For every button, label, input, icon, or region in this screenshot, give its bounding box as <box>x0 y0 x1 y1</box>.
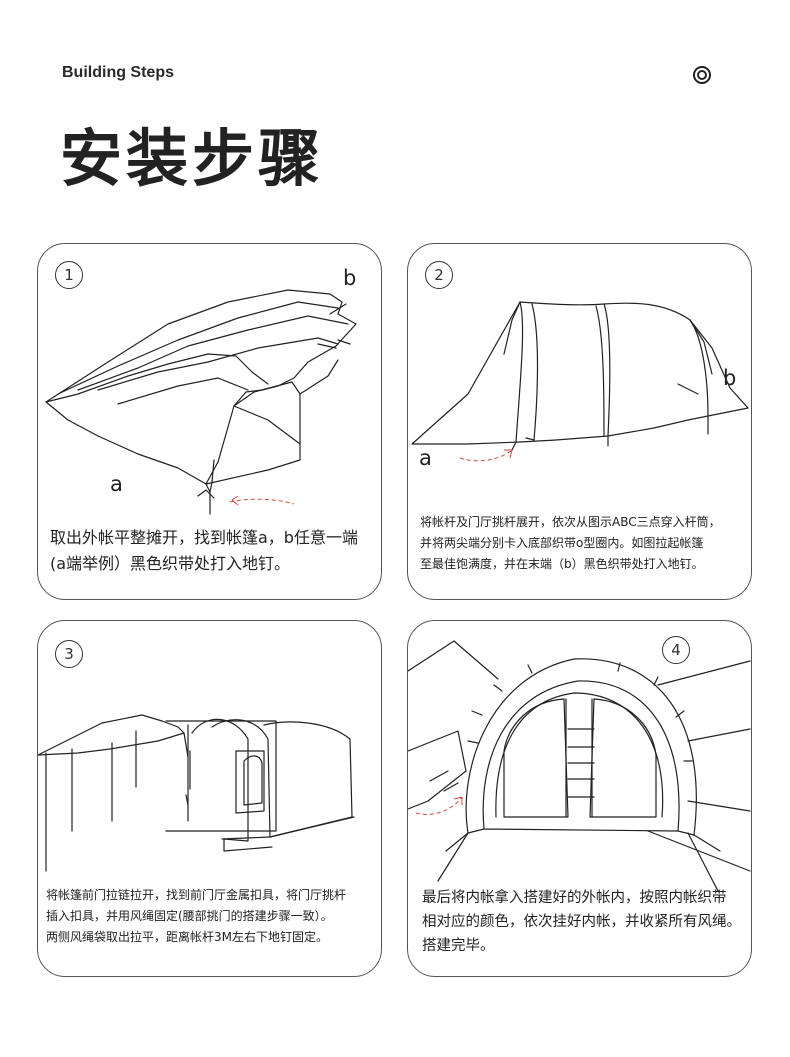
step-4-card: 4 最后将内帐拿入搭建好的外帐内，按照内帐织带 相对应的颜色，依次挂好内帐，并收… <box>407 620 752 977</box>
step-number-1: 1 <box>55 261 83 289</box>
section-label: Building Steps <box>62 64 174 81</box>
step-3-card: 3 将帐篷前门拉链拉开，找到前门厅金属扣具，将门厅挑杆 插入扣具，并用风绳固定(… <box>37 620 382 977</box>
step-2-description: 将帐杆及门厅挑杆展开，依次从图示ABC三点穿入杆筒， 并将两尖端分别卡入底部织带… <box>420 515 721 571</box>
page-title: 安装步骤 <box>60 122 325 195</box>
step-3-illustration <box>38 621 381 976</box>
step-4-description: 最后将内帐拿入搭建好的外帐内，按照内帐织带 相对应的颜色，依次挂好内帐，并收紧所… <box>422 890 741 954</box>
step-2-illustration <box>408 244 751 599</box>
label-a: a <box>110 472 123 496</box>
step-2-card: 2 a b 将帐杆及门厅挑杆展开，依次从图示ABC三点穿入杆筒， 并将两尖端分别… <box>407 243 752 600</box>
step-number-2: 2 <box>425 261 453 289</box>
step-4-illustration <box>408 621 751 976</box>
target-circle-icon <box>693 66 711 84</box>
step-3-description: 将帐篷前门拉链拉开，找到前门厅金属扣具，将门厅挑杆 插入扣具，并用风绳固定(腰部… <box>46 888 347 944</box>
step-1-card: 1 a b 取出外帐平整摊开，找到帐篷a，b任意一端 (a端举例）黑色织带处打入… <box>37 243 382 600</box>
step-1-description: 取出外帐平整摊开，找到帐篷a，b任意一端 (a端举例）黑色织带处打入地钉。 <box>50 528 358 573</box>
label-a: a <box>419 446 432 470</box>
label-b: b <box>343 266 357 290</box>
step-number-4: 4 <box>662 636 690 664</box>
label-b: b <box>723 366 737 390</box>
step-1-illustration <box>38 244 381 599</box>
step-number-3: 3 <box>55 640 83 668</box>
